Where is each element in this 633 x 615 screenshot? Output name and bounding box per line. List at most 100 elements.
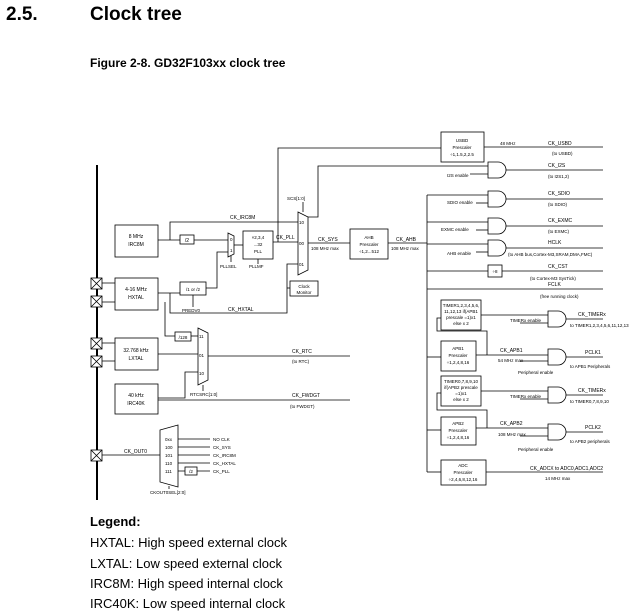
svg-text:÷1,2...512: ÷1,2...512 bbox=[359, 249, 379, 254]
label-adc-max: 14 MHz max bbox=[545, 476, 571, 481]
label-ck-timerx-2: CK_TIMERx bbox=[578, 388, 606, 394]
svg-text:if(APB2 prescale: if(APB2 prescale bbox=[444, 385, 478, 390]
legend-item-irc40k: IRC40K: Low speed internal clock bbox=[90, 596, 286, 611]
ahb-prescaler: AHB Prescaler ÷1,2...512 bbox=[349, 228, 389, 260]
label-pclk1: PCLK1 bbox=[585, 350, 601, 356]
svg-text:Prescaler: Prescaler bbox=[448, 428, 468, 433]
svg-text:×2,3,4: ×2,3,4 bbox=[252, 235, 265, 240]
svg-text:TIMER1,2,3,4,5,6,: TIMER1,2,3,4,5,6, bbox=[443, 303, 480, 308]
svg-text:4-16 MHz: 4-16 MHz bbox=[125, 287, 147, 293]
legend-item-lxtal: LXTAL: Low speed external clock bbox=[90, 556, 282, 571]
label-pllmf: PLLMF bbox=[249, 264, 264, 269]
svg-text:8 MHz: 8 MHz bbox=[129, 234, 144, 240]
svg-text:Monitor: Monitor bbox=[296, 290, 312, 295]
label-ck-rtc: CK_RTC bbox=[292, 349, 312, 355]
legend-item-irc8m: IRC8M: High speed internal clock bbox=[90, 576, 283, 591]
rtc-mux: 11 01 10 bbox=[197, 327, 209, 386]
hxtal-oscillator: 4-16 MHz HXTAL bbox=[114, 277, 159, 311]
svg-text:11: 11 bbox=[199, 334, 204, 339]
svg-text:prescale =1)x1: prescale =1)x1 bbox=[446, 315, 476, 320]
svg-text:10: 10 bbox=[299, 220, 305, 225]
sdio-gate bbox=[487, 190, 507, 208]
svg-text:0xx: 0xx bbox=[165, 437, 173, 442]
irc8m-div2: /2 bbox=[179, 234, 195, 245]
pad-x3 bbox=[90, 337, 103, 350]
svg-text:Prescaler: Prescaler bbox=[359, 242, 379, 247]
pad-x1 bbox=[90, 277, 103, 290]
pll-block: ×2,3,4 ...32 PLL bbox=[242, 230, 274, 260]
svg-text:1: 1 bbox=[230, 248, 233, 253]
label-to-usbd: (to USBD) bbox=[552, 151, 573, 156]
svg-text:10: 10 bbox=[199, 371, 205, 376]
label-ck-out0: CK_OUT0 bbox=[124, 449, 147, 455]
hxtal-div128: /128 bbox=[174, 331, 192, 342]
svg-text:÷1,1.5,2,2.5: ÷1,1.5,2,2.5 bbox=[450, 152, 474, 157]
label-pllsel: PLLSEL bbox=[220, 264, 237, 269]
svg-text:HXTAL: HXTAL bbox=[128, 295, 144, 301]
pclk1-gate bbox=[547, 348, 567, 366]
svg-text:01: 01 bbox=[199, 353, 205, 358]
pllsel-mux: 0 1 bbox=[227, 232, 235, 258]
svg-text:AHB: AHB bbox=[364, 235, 373, 240]
ckout-src-noclk: NO CLK bbox=[213, 437, 230, 442]
timer-apb1-multiplier: TIMER1,2,3,4,5,6, 11,12,13 if(APB1 presc… bbox=[440, 299, 482, 331]
svg-text:/128: /128 bbox=[179, 335, 188, 340]
section-title: Clock tree bbox=[90, 4, 182, 25]
svg-text:40 kHz: 40 kHz bbox=[128, 393, 144, 399]
svg-text:Prescaler: Prescaler bbox=[453, 470, 473, 475]
svg-text:Prescaler: Prescaler bbox=[448, 353, 468, 358]
label-ck-fwdgt: CK_FWDGT bbox=[292, 393, 320, 399]
label-ck-i2s: CK_I2S bbox=[548, 163, 566, 169]
label-periph-enable-2: Peripheral enable bbox=[518, 447, 554, 452]
pad-x4 bbox=[90, 355, 103, 368]
svg-text:11,12,13 if(APB1: 11,12,13 if(APB1 bbox=[444, 309, 478, 314]
label-ck-usbd: CK_USBD bbox=[548, 141, 572, 147]
label-apb1-max: 54 MHz max bbox=[498, 358, 524, 363]
svg-text:LXTAL: LXTAL bbox=[129, 356, 144, 362]
svg-text:100: 100 bbox=[165, 445, 173, 450]
svg-text:32.768 kHz: 32.768 kHz bbox=[123, 348, 149, 354]
label-free-running: (free running clock) bbox=[540, 294, 579, 299]
pclk2-gate bbox=[547, 423, 567, 441]
hclk-gate bbox=[487, 239, 507, 257]
ckout-src-irc8m: CK_IRC8M bbox=[213, 453, 236, 458]
svg-text:Prescaler: Prescaler bbox=[452, 145, 472, 150]
label-ck-hxtal: CK_HXTAL bbox=[228, 307, 254, 313]
ckout-div2: /2 bbox=[184, 466, 198, 476]
svg-text:IRC8M: IRC8M bbox=[128, 242, 144, 248]
svg-text:PLL: PLL bbox=[254, 249, 263, 254]
apb1-prescaler: APB1 Prescaler ÷1,2,4,8,16 bbox=[440, 340, 477, 372]
svg-text:/2: /2 bbox=[189, 469, 193, 474]
svg-text:/1 or /2: /1 or /2 bbox=[186, 287, 201, 292]
label-ck-apb2: CK_APB2 bbox=[500, 421, 523, 427]
label-ahb-enable: AHB enable bbox=[447, 251, 472, 256]
legend-title: Legend: bbox=[90, 514, 141, 529]
ckout-src-sys: CK_SYS bbox=[213, 445, 231, 450]
label-to-timers-apb1: to TIMER1,2,3,4,5,6,11,12,13 bbox=[570, 323, 629, 328]
legend-item-hxtal: HXTAL: High speed external clock bbox=[90, 535, 288, 550]
label-periph-enable-1: Peripheral enable bbox=[518, 370, 554, 375]
label-ck-ahb: CK_AHB bbox=[396, 237, 417, 243]
clock-monitor: Clock Monitor bbox=[289, 280, 319, 297]
label-hclk: HCLK bbox=[548, 240, 562, 246]
label-to-rtc: (to RTC) bbox=[292, 359, 310, 364]
timer-apb2-multiplier: TIMER0,7,8,9,10 if(APB2 prescale =1)x1 e… bbox=[440, 375, 482, 407]
svg-text:else x 2: else x 2 bbox=[453, 321, 469, 326]
svg-text:÷1,2,4,8,16: ÷1,2,4,8,16 bbox=[447, 435, 470, 440]
timer-apb1-gate bbox=[547, 310, 567, 328]
label-ck-pll: CK_PLL bbox=[276, 235, 295, 241]
label-to-fwdgt: (to FWDGT) bbox=[290, 404, 315, 409]
label-fclk: FCLK bbox=[548, 282, 561, 288]
label-to-i2s: (to I2S1,2) bbox=[548, 174, 570, 179]
svg-text:=1)x1: =1)x1 bbox=[455, 391, 467, 396]
svg-text:ADC: ADC bbox=[458, 463, 468, 468]
ckout-src-pll: CK_PLL bbox=[213, 469, 230, 474]
pad-x2 bbox=[90, 295, 103, 308]
label-ck-timerx-1: CK_TIMERx bbox=[578, 312, 606, 318]
label-apb2-max: 108 MHz max bbox=[498, 432, 527, 437]
hxtal-div: /1 or /2 bbox=[179, 281, 207, 296]
timer-apb2-gate bbox=[547, 386, 567, 404]
irc40k-oscillator: 40 kHz IRC40K bbox=[114, 383, 159, 415]
svg-text:101: 101 bbox=[165, 453, 173, 458]
pad-ckout bbox=[90, 449, 103, 462]
